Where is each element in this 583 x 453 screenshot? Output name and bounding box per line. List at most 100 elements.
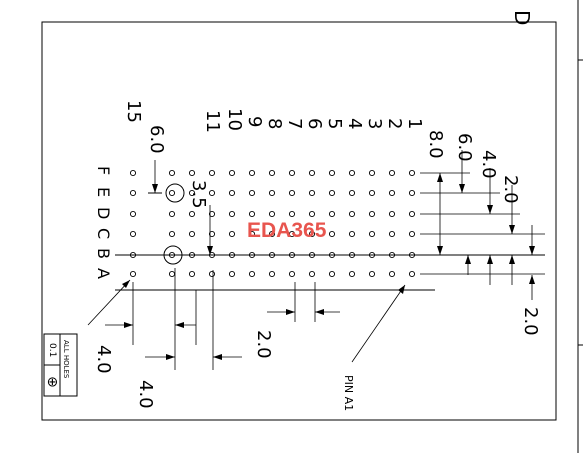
- hole-pad: [268, 210, 276, 218]
- hole-pad: [208, 169, 216, 177]
- hole-pad: [288, 189, 296, 197]
- column-label: 11: [202, 110, 223, 133]
- hole-pad: [368, 169, 376, 177]
- watermark-logo: EDA365: [247, 219, 327, 242]
- dim-up-3-arrow: [509, 255, 515, 264]
- hole-pad: [129, 270, 137, 278]
- dim-4-0-a-label: 4.0: [93, 345, 114, 374]
- dim-2-0-right-arrow: [509, 225, 515, 234]
- hole-pad: [368, 210, 376, 218]
- hole-pad: [388, 270, 396, 278]
- hole-pad: [129, 210, 137, 218]
- hole-pad: [129, 230, 137, 238]
- hole-pad: [268, 230, 276, 238]
- hole-pad: [348, 230, 356, 238]
- hole-pad: [208, 189, 216, 197]
- pin-a1-leader-arrow: [398, 285, 405, 294]
- hole-pad: [129, 189, 137, 197]
- column-label: 7: [284, 118, 305, 129]
- hole-pad: [408, 210, 416, 218]
- row-label: E: [94, 187, 113, 197]
- dim-3-5-label: 3.5: [188, 180, 209, 209]
- row-label: F: [94, 166, 113, 175]
- hole-pad: [188, 210, 196, 218]
- column-label: 15: [123, 100, 144, 123]
- hole-pad: [248, 210, 256, 218]
- dim-4-0-b-arrow: [166, 354, 175, 360]
- hole-pad: [388, 169, 396, 177]
- hole-pad: [268, 270, 276, 278]
- hole-pad: [328, 270, 336, 278]
- row-label: B: [94, 248, 113, 259]
- hole-pad: [328, 169, 336, 177]
- hole-pad: [228, 169, 236, 177]
- dim-2-0-br-arrow: [529, 275, 535, 284]
- hole-pad: [288, 270, 296, 278]
- tolerance-leader-arrow: [122, 280, 130, 288]
- pin-a1-leader: [351, 284, 406, 363]
- position-tolerance-icon: ⊕: [44, 376, 60, 388]
- dim-8-0-arrow-bottom: [437, 246, 443, 255]
- dim-2-0-right-label: 2.0: [500, 175, 521, 204]
- hole-pad: [248, 169, 256, 177]
- hole-pad: [228, 230, 236, 238]
- hole-pad: [129, 169, 137, 177]
- dim-pitch-arrow-2: [315, 309, 324, 315]
- pin-a1-label: PIN A1: [342, 375, 355, 411]
- hole-pad: [228, 189, 236, 197]
- dim-down-1-arrow: [529, 246, 535, 255]
- dim-6-0-right-label: 6.0: [454, 133, 475, 162]
- drawing-frame: [41, 21, 557, 421]
- dim-6-0-top-arrow: [152, 184, 158, 193]
- sheet-corner-letter: D: [510, 10, 534, 25]
- hole-pad: [248, 230, 256, 238]
- hole-pad: [228, 210, 236, 218]
- hole-pad: [408, 230, 416, 238]
- hole-pad: [368, 189, 376, 197]
- column-label: 8: [264, 118, 285, 129]
- hole-pad: [288, 230, 296, 238]
- hole-pad: [188, 270, 196, 278]
- tolerance-frame: ⊕ 0.1 ALL HOLES: [43, 333, 78, 397]
- column-label: 4: [344, 118, 365, 129]
- dim-8-0-arrow-top: [437, 173, 443, 182]
- hole-pad: [268, 169, 276, 177]
- dim-8-0-label: 8.0: [425, 130, 446, 159]
- hole-pad: [168, 270, 176, 278]
- hole-pad: [188, 230, 196, 238]
- dim-4-0-a-arrow2: [175, 322, 184, 328]
- hole-pad: [188, 189, 196, 197]
- hole-pad: [348, 169, 356, 177]
- column-label: 6: [304, 118, 325, 129]
- hole-pad: [228, 270, 236, 278]
- hole-pad: [168, 189, 176, 197]
- hole-pad: [408, 189, 416, 197]
- dim-4-0-b-label: 4.0: [135, 380, 156, 409]
- hole-pad: [308, 169, 316, 177]
- reference-hole-upper: [165, 183, 185, 203]
- tolerance-note: ALL HOLES: [62, 340, 70, 379]
- hole-pad: [208, 230, 216, 238]
- row-label: A: [94, 268, 113, 279]
- dim-4-0-b-arrow2: [213, 354, 222, 360]
- hole-pad: [368, 270, 376, 278]
- row-label: D: [94, 207, 113, 219]
- hole-grid: [129, 169, 416, 278]
- column-label: 9: [244, 116, 265, 127]
- hole-pad: [248, 270, 256, 278]
- column-labels: 1 2 3 4 5 6 7 8 9 10 11 15: [123, 100, 425, 133]
- hole-pad: [308, 230, 316, 238]
- hole-pad: [388, 230, 396, 238]
- dim-up-1-arrow: [465, 255, 471, 264]
- hole-pad: [328, 189, 336, 197]
- dim-6-0-right-arrow: [459, 184, 465, 193]
- dim-4-0-a-arrow: [124, 322, 133, 328]
- dim-2-0-br-label: 2.0: [520, 307, 541, 336]
- hole-pad: [308, 189, 316, 197]
- dim-up-2-arrow: [487, 255, 493, 264]
- dim-4-0-right-arrow: [487, 205, 493, 214]
- hole-pad: [168, 169, 176, 177]
- hole-pad: [408, 270, 416, 278]
- tolerance-leader: [87, 279, 131, 326]
